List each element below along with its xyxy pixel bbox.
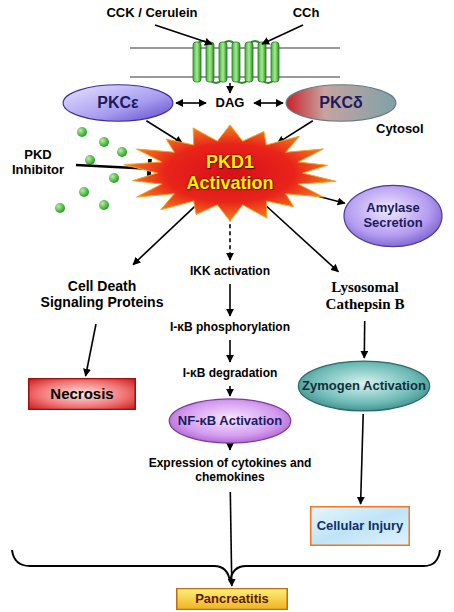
process-box: Cellular Injury (310, 506, 410, 546)
receptor-symbol (193, 41, 279, 83)
process-box: Pancreatitis (176, 588, 288, 610)
brace (12, 550, 440, 582)
node-text: CCh (293, 6, 320, 21)
arrow-connector (146, 121, 182, 143)
ligand-arrow (262, 25, 303, 44)
text-node: CCK / Cerulein (98, 2, 206, 24)
signal-arrow (229, 83, 231, 93)
arrow-connector (230, 492, 232, 586)
process-box: Necrosis (28, 378, 136, 410)
node-text: Amylase Secretion (343, 201, 443, 231)
text-node: IKK activation (176, 262, 284, 282)
arrow-connector (254, 102, 283, 104)
node-text: DAG (216, 96, 245, 111)
node-text: PKCε (97, 94, 138, 112)
text-node: CCh (283, 2, 329, 24)
node-text: Zymogen Activation (302, 379, 426, 394)
text-node: I-κB degradation (163, 364, 297, 384)
text-node: PKD Inhibitor (2, 143, 74, 183)
arrow-connector (361, 414, 364, 504)
arrow-connector (229, 340, 231, 362)
process-ellipse: PKCε (62, 84, 174, 122)
node-text: I-κB phosphorylation (170, 321, 290, 335)
arrow-connector (176, 102, 206, 104)
process-ellipse: NF-κB Activation (168, 398, 292, 444)
node-text: PKD1 Activation (175, 152, 285, 193)
arrow-connector (229, 284, 231, 316)
node-text: Cellular Injury (317, 519, 404, 534)
node-text: CCK / Cerulein (106, 6, 197, 21)
node-text: Pancreatitis (195, 592, 269, 607)
arrow-connector (86, 324, 96, 376)
arrow-connector (133, 206, 195, 264)
node-text: Expression of cytokines and chemokines (146, 457, 314, 485)
text-node: Lysosomal Cathepsin B (298, 273, 432, 319)
ligand-arrow (155, 25, 212, 44)
process-ellipse: PKCδ (285, 84, 397, 122)
inhibitor-dots (55, 127, 127, 213)
activation-star: PKD1 Activation (120, 124, 340, 222)
node-text: IKK activation (190, 265, 270, 279)
process-ellipse: Zymogen Activation (297, 360, 431, 412)
region-label: Cytosol (376, 121, 424, 136)
node-text: PKCδ (319, 94, 362, 112)
arrow-connector (229, 446, 231, 450)
text-node: Cell Death Signaling Proteins (36, 266, 168, 322)
text-node: I-κB phosphorylation (153, 318, 307, 338)
node-text: Cell Death Signaling Proteins (36, 278, 168, 310)
node-text: Lysosomal Cathepsin B (298, 279, 432, 314)
process-ellipse: Amylase Secretion (343, 184, 443, 248)
node-text: PKD Inhibitor (2, 148, 74, 178)
arrow-connector (266, 206, 338, 272)
text-node: Expression of cytokines and chemokines (146, 452, 314, 490)
node-text: I-κB degradation (183, 367, 278, 381)
node-text: Necrosis (50, 385, 113, 402)
arrow-connector (229, 386, 231, 396)
node-text: NF-κB Activation (178, 414, 282, 429)
arrow-connector (363, 321, 365, 358)
text-node: DAG (208, 93, 252, 113)
